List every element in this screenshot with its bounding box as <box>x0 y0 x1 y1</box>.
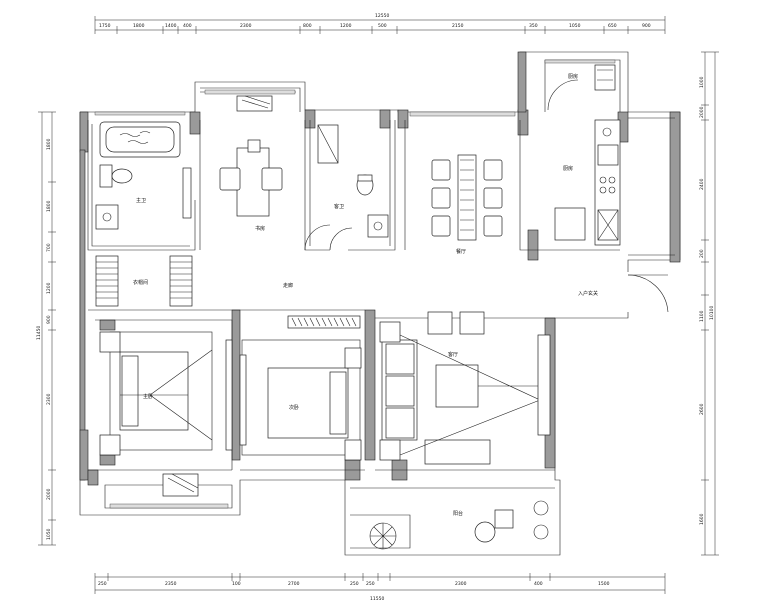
left-dim-6: 2300 <box>46 393 52 405</box>
balcony-furniture <box>162 473 549 550</box>
left-dim-7: 2000 <box>46 488 52 500</box>
left-dim-8: 1050 <box>46 528 52 540</box>
living-furniture <box>379 311 551 465</box>
room-label-balcony: 阳台 <box>453 510 463 517</box>
top-dim-8: 500 <box>378 23 387 29</box>
bottom-dim-5: 250 <box>350 581 359 587</box>
top-dim-7: 1200 <box>340 23 352 29</box>
corridor-cabinet <box>287 315 361 329</box>
left-total-dim: 11450 <box>36 326 42 340</box>
bottom-dim-3: 100 <box>232 581 241 587</box>
right-dim-3: 2400 <box>699 178 705 190</box>
room-label-corridor: 走廊 <box>283 282 293 289</box>
left-dim-3: 700 <box>46 243 52 252</box>
dining-table <box>431 154 503 241</box>
room-labels: 厨房 厨房 主卫 书房 客卫 餐厅 走廊 衣帽间 入户玄关 主卧 次卧 客厅 阳… <box>133 73 598 517</box>
room-label-guest-bath: 客卫 <box>334 203 344 210</box>
kitchen-fixtures <box>547 64 621 246</box>
walls <box>79 51 681 556</box>
bottom-dim-7: 2300 <box>455 581 467 587</box>
room-label-living: 客厅 <box>448 351 458 358</box>
right-dim-6: 2600 <box>699 403 705 415</box>
top-dim-5: 2300 <box>240 23 252 29</box>
room-label-closet: 衣帽间 <box>133 279 148 286</box>
right-dim-4: 200 <box>699 249 705 258</box>
guest-bath-fixtures <box>317 124 389 251</box>
top-dim-3: 1400 <box>165 23 177 29</box>
dimension-texts: 12550 1750 1800 1400 400 2300 800 1200 5… <box>36 13 715 602</box>
top-dim-1: 1750 <box>99 23 111 29</box>
second-bed <box>239 339 362 461</box>
master-bath-fixtures <box>95 164 192 230</box>
right-dim-2: 2000 <box>699 106 705 118</box>
bottom-dim-2: 2350 <box>165 581 177 587</box>
top-dim-13: 900 <box>642 23 651 29</box>
room-label-entry: 入户玄关 <box>578 290 598 297</box>
closet-shelving <box>95 255 193 307</box>
top-dim-2: 1800 <box>133 23 145 29</box>
top-dim-9: 2150 <box>452 23 464 29</box>
room-label-master-bedroom: 主卧 <box>143 393 153 400</box>
bottom-dim-9: 1500 <box>598 581 610 587</box>
top-total-dim: 12550 <box>375 13 389 19</box>
bottom-dim-8: 400 <box>534 581 543 587</box>
top-dim-11: 1050 <box>569 23 581 29</box>
room-label-study: 书房 <box>255 225 265 232</box>
left-dim-5: 900 <box>46 315 52 324</box>
top-dim-12: 650 <box>608 23 617 29</box>
right-dim-1: 1000 <box>699 76 705 88</box>
bottom-dim-6: 250 <box>366 581 375 587</box>
room-label-second-bedroom: 次卧 <box>289 404 299 411</box>
bottom-total-dim: 11550 <box>370 596 384 602</box>
windows <box>94 59 616 509</box>
study-desk <box>219 95 283 217</box>
dimension-lines <box>38 16 719 594</box>
room-label-dining: 餐厅 <box>456 248 466 255</box>
bottom-dim-1: 250 <box>98 581 107 587</box>
bathtub <box>99 121 181 158</box>
top-dim-6: 800 <box>303 23 312 29</box>
right-dim-5: 1100 <box>699 310 705 322</box>
left-dim-4: 1200 <box>46 282 52 294</box>
top-dim-4: 400 <box>183 23 192 29</box>
left-dim-1: 1800 <box>46 138 52 150</box>
room-label-kitchen: 厨房 <box>563 165 573 172</box>
doors <box>304 224 669 313</box>
right-total-dim: 10100 <box>709 306 715 320</box>
right-dim-7: 1600 <box>699 513 705 525</box>
top-dim-10: 350 <box>529 23 538 29</box>
bottom-dim-4: 2700 <box>288 581 300 587</box>
master-bed <box>99 331 233 456</box>
room-label-kitchen-top: 厨房 <box>568 73 578 80</box>
room-label-master-bath: 主卫 <box>136 197 146 204</box>
left-dim-2: 1800 <box>46 200 52 212</box>
